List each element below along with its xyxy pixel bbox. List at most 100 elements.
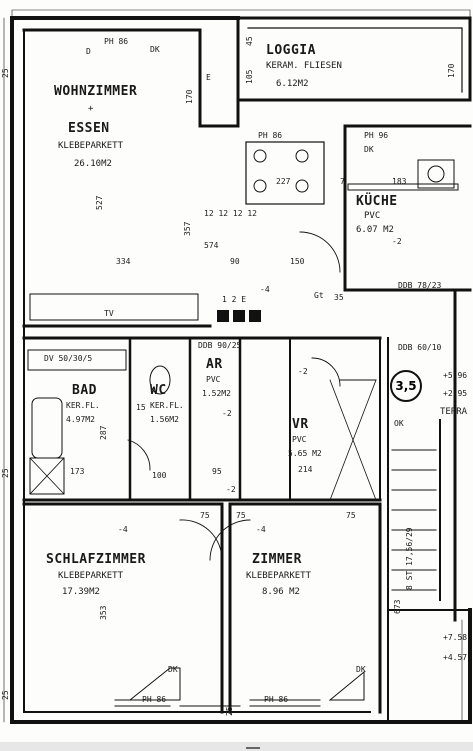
tv-outlet: TV (104, 309, 114, 318)
gt-mark: Gt (314, 291, 324, 300)
kueche-name: KÜCHE (356, 194, 398, 209)
level-minus4-schlaf: -4 (118, 525, 128, 534)
outer-wall (10, 16, 472, 724)
vr-area: 5.65 M2 (288, 449, 322, 458)
dim-527: 527 (95, 195, 104, 210)
bad-name: BAD (72, 383, 97, 398)
ph96-kueche: PH 96 (364, 131, 389, 140)
dim-25-c: 25 (1, 690, 10, 700)
dim-25-a: 25 (1, 68, 10, 78)
dim-574: 574 (204, 241, 219, 250)
ddb-vr: DDB 60/10 (398, 343, 442, 352)
level-457: +4.57 (443, 653, 468, 662)
dim-100: 100 (152, 471, 167, 480)
level-minus2-kueche: -2 (392, 237, 402, 246)
wohnzimmer-name2: ESSEN (68, 121, 110, 136)
zimmer-floor: KLEBEPARKETT (246, 571, 312, 581)
wc-name: WC (150, 383, 167, 398)
bad-floor: KER.FL. (66, 401, 100, 410)
kitchen-block (245, 141, 325, 205)
unit-number-badge: 3,5 (390, 370, 422, 402)
stair-spec: 8 ST 17,56/29 (405, 527, 414, 590)
ddb-ar: DDB 90/25 (198, 341, 242, 350)
dim-227: 227 (276, 177, 291, 186)
toilet (149, 365, 171, 395)
wc-floor: KER.FL. (150, 401, 184, 410)
dk-schlaf: DK (168, 665, 178, 674)
dim-75-b: 75 (236, 511, 246, 520)
level-758: +7.58 (443, 633, 468, 642)
dim-45: 45 (245, 36, 254, 46)
fuse-labels: 1 2 E (222, 295, 247, 304)
ar-floor: PVC (206, 375, 221, 384)
dim-150: 150 (290, 257, 305, 266)
wohnzimmer-wall (22, 28, 212, 328)
loggia-wall (236, 16, 472, 128)
kueche-floor: PVC (364, 211, 381, 221)
loggia-area: 6.12M2 (276, 79, 309, 89)
bathtub (31, 397, 63, 459)
level-minus4-hall: -4 (260, 285, 270, 294)
wohnzimmer-plus: + (88, 104, 94, 114)
level-295: +2.95 (443, 389, 468, 398)
ar-area: 1.52M2 (202, 389, 231, 398)
zimmer-name: ZIMMER (252, 552, 302, 567)
radiator (29, 293, 199, 321)
window-bottom (114, 699, 321, 713)
staircase-wall (387, 337, 441, 723)
level-minus2-vr: -2 (298, 367, 308, 376)
schlafzimmer-floor: KLEBEPARKETT (58, 571, 124, 581)
wohnzimmer-area: 26.10M2 (74, 159, 112, 169)
dim-95: 95 (212, 467, 222, 476)
height-183: 183 (392, 177, 407, 186)
ok-mark: OK (394, 419, 404, 428)
dim-673: 673 (393, 599, 402, 614)
footer-mark (246, 747, 260, 749)
schlafzimmer-area: 17.39M2 (62, 587, 100, 597)
kueche-area: 6.07 M2 (356, 225, 394, 235)
dim-7: 7 (340, 177, 345, 186)
fuse-box-cell (233, 310, 245, 322)
terrasse-name: TERRA (440, 407, 468, 417)
door-d: D (86, 47, 91, 56)
dim-15: 15 (136, 403, 146, 412)
wohnzimmer-name: WOHNZIMMER (54, 84, 138, 99)
ddb-kueche: DDB 78/23 (398, 281, 442, 290)
loggia-name: LOGGIA (266, 43, 316, 58)
bath-block-wall (22, 336, 382, 502)
kueche-wall (343, 124, 472, 292)
dim-25-b: 25 (1, 468, 10, 478)
ph86-top: PH 86 (104, 37, 129, 46)
dim-357: 357 (183, 221, 192, 236)
dim-75-c: 75 (346, 511, 356, 520)
dim-170-b: 170 (447, 63, 456, 78)
image-footer-bar (0, 742, 473, 751)
dk-zimmer: DK (356, 665, 366, 674)
fuse-box-cell (217, 310, 229, 322)
zimmer-wall (228, 502, 382, 714)
dv-window: DV 50/30/5 (44, 354, 93, 363)
dim-287: 287 (99, 425, 108, 440)
schlafzimmer-wall (22, 502, 224, 714)
dim-214: 214 (298, 465, 313, 474)
zimmer-area: 8.96 M2 (262, 587, 300, 597)
dim-105: 105 (245, 69, 254, 84)
ph86-bottom-right: PH 86 (264, 695, 289, 704)
ph86-hall: PH 86 (258, 131, 283, 140)
shower (29, 457, 65, 495)
dk-top: DK (150, 45, 160, 54)
level-minus2-door: -2 (226, 485, 236, 494)
ph86-bottom-left: PH 86 (142, 695, 167, 704)
wohnzimmer-floor: KLEBEPARKETT (58, 141, 124, 151)
level-minus2-ar: -2 (222, 409, 232, 418)
schlafzimmer-name: SCHLAFZIMMER (46, 552, 146, 567)
dim-12: 12 12 12 12 (204, 209, 257, 218)
dim-173: 173 (70, 467, 85, 476)
dim-170-a: 170 (185, 89, 194, 104)
dim-75-a: 75 (200, 511, 210, 520)
wc-area: 1.56M2 (150, 415, 179, 424)
dim-35: 35 (334, 293, 344, 302)
vr-diagonal (329, 379, 377, 501)
loggia-floor: KERAM. FLIESEN (266, 61, 342, 71)
